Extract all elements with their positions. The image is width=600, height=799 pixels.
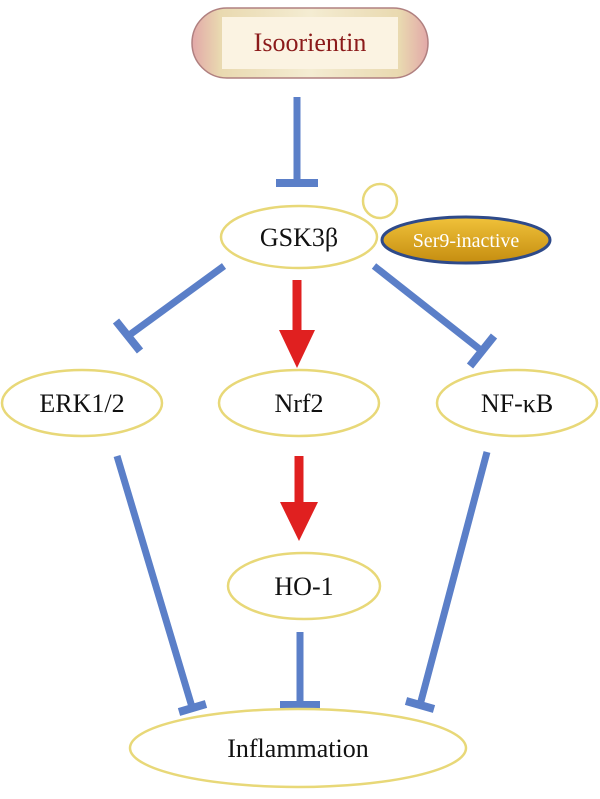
isoorientin-node: Isoorientin [191, 7, 429, 79]
erk-label: ERK1/2 [39, 389, 124, 418]
nrf2-node: Nrf2 [217, 368, 381, 438]
inflammation-label: Inflammation [227, 734, 369, 763]
ser9-inactive-badge: Ser9-inactive [380, 215, 552, 265]
ser9-phosphate-circle [361, 182, 399, 220]
ser9-inactive-label: Ser9-inactive [413, 230, 520, 252]
nfkb-node: NF-κB [435, 368, 599, 438]
erk-node: ERK1/2 [0, 368, 164, 438]
edge-nrf2-ho1 [280, 456, 318, 541]
edge-isoorientin-gsk3b [276, 97, 318, 187]
nfkb-label: NF-κB [481, 389, 553, 418]
ho1-label: HO-1 [274, 572, 333, 601]
gsk3b-label: GSK3β [260, 223, 338, 252]
gsk3b-node: GSK3β [219, 204, 379, 270]
edge-gsk3b-nfkb [371, 263, 498, 369]
edge-erk-inflammation [113, 454, 208, 716]
isoorientin-label: Isoorientin [254, 28, 367, 57]
inflammation-node: Inflammation [128, 707, 468, 789]
edge-nfkb-inflammation [404, 451, 491, 713]
edge-ho1-inflammation [280, 632, 320, 709]
edge-gsk3b-erk [112, 263, 227, 354]
ho1-node: HO-1 [226, 551, 382, 621]
nrf2-label: Nrf2 [274, 389, 323, 418]
edge-gsk3b-nrf2 [279, 280, 315, 368]
